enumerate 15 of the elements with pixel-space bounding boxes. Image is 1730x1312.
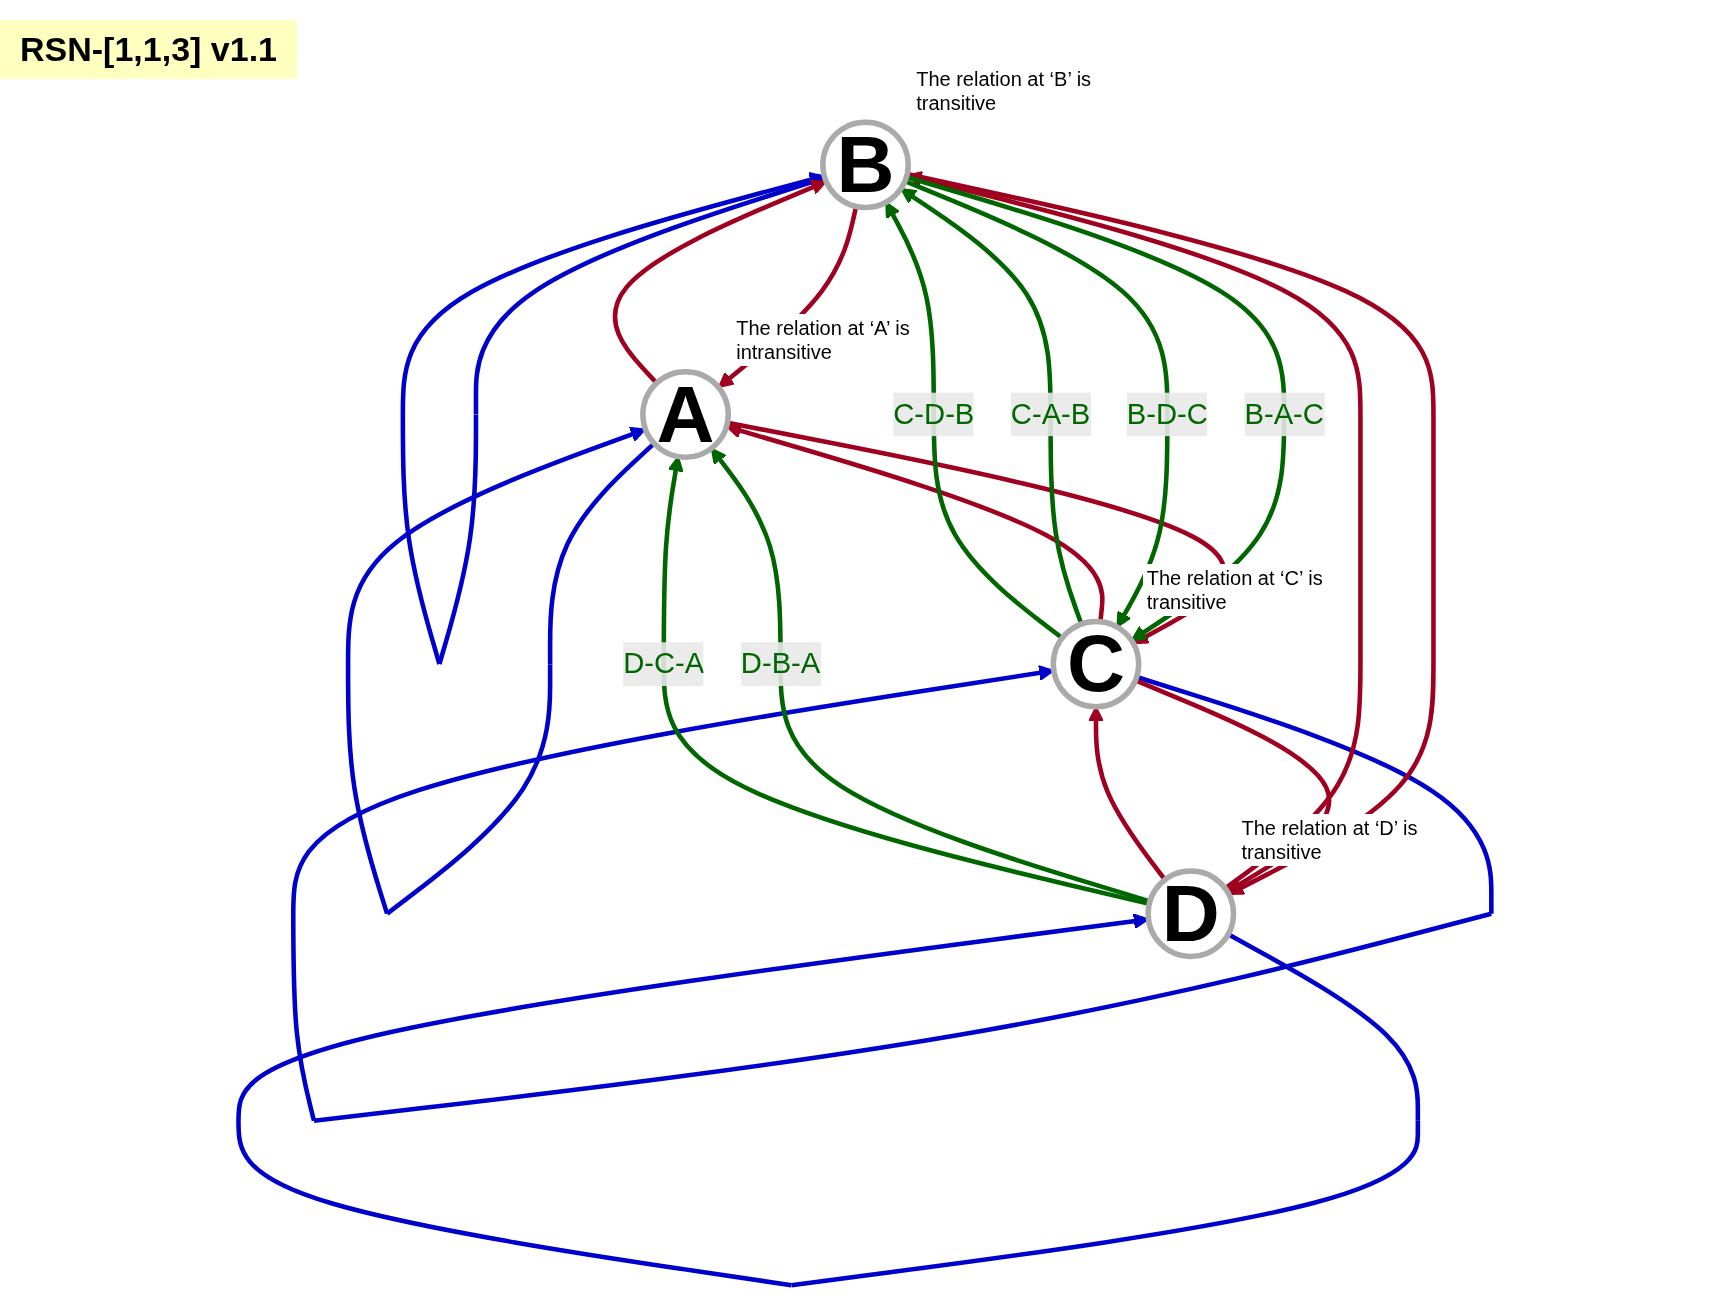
edge-label: C-D-B <box>893 398 975 430</box>
arrow <box>905 174 1287 642</box>
node-circle: A <box>640 369 731 460</box>
edge-label: B-A-C <box>1244 398 1324 430</box>
edge-label: D-B-A <box>740 647 821 679</box>
arrow <box>727 420 1226 645</box>
edge-label: C-A-B <box>1010 398 1091 430</box>
node-circle: D <box>1145 868 1237 960</box>
arrow <box>885 201 1064 640</box>
node-circle: B <box>820 119 911 211</box>
edge-label: D-C-A <box>623 647 705 679</box>
node-circle: C <box>1050 618 1142 710</box>
arrow <box>612 179 827 385</box>
diagram-title: RSN-[1,1,3] v1.1 <box>0 20 297 79</box>
edge-label: B-D-C <box>1126 398 1208 430</box>
